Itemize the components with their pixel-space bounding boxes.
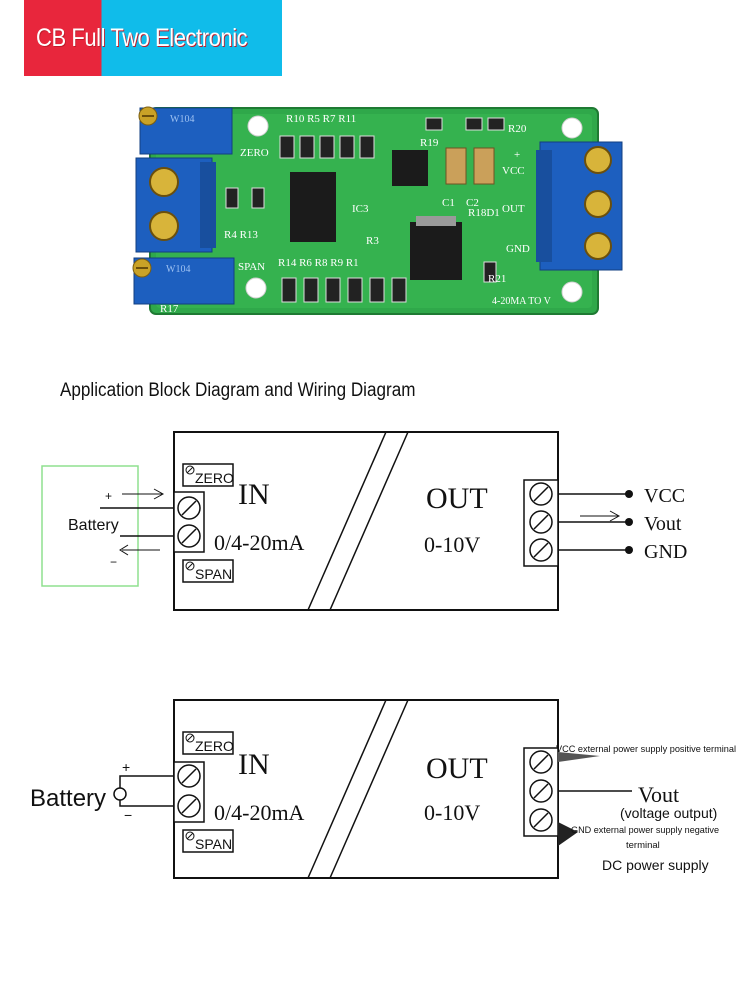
battery-label: Battery [68,517,119,534]
in-range: 0/4-20mA [214,530,305,555]
vcc-note: VCC external power supply positive termi… [556,744,736,755]
out-label-2: OUT [426,752,488,785]
pot-code-top-label: W104 [170,114,194,125]
span-pot [182,559,234,583]
silk-out: OUT [502,203,525,215]
span-pot-2 [182,829,234,853]
zero-pot-2 [182,731,234,755]
silk-c1: C1 [442,197,455,209]
vout-note: (voltage output) [620,805,717,821]
mount-hole [245,277,267,299]
zero-label: ZERO [195,738,234,754]
silk-span: SPAN [238,261,265,273]
out-range-2: 0-10V [424,800,480,825]
battery-label-2: Battery [30,785,106,812]
silk-ic3: IC3 [352,203,369,215]
mount-hole [561,117,583,139]
mount-hole [247,115,269,137]
silk-r21: R21 [488,273,506,285]
silk-vcc: VCC [502,165,525,177]
vout-label: Vout [644,513,682,535]
silk-r18d1: R18D1 [468,207,500,219]
input-terminal [173,491,205,553]
silk-plus: + [514,149,520,161]
ic-chip [392,150,428,186]
silk-board-title: 4-20MA TO V [492,296,552,307]
vcc-label: VCC [644,485,685,507]
silk-c2: C2 [466,197,479,209]
module-body [173,431,559,611]
battery-plus: + [105,489,112,503]
in-range-2: 0/4-20mA [214,800,305,825]
in-label: IN [238,478,270,511]
gnd-note-2: terminal [626,840,660,851]
module-body-2 [173,699,559,879]
gnd-label: GND [644,541,687,563]
regulator-chip [410,222,462,280]
wiring-diagram-2: Battery + − ZERO SPAN IN 0/4-20mA OUT 0-… [30,699,736,879]
gnd-note-1: GND external power supply negative [571,825,719,836]
mount-hole [561,281,583,303]
brand-name: CB Full Two Electronic [36,24,248,52]
battery-plus-2: + [122,759,130,775]
section-title: Application Block Diagram and Wiring Dia… [60,380,416,401]
span-label: SPAN [195,566,232,582]
silk-zero: ZERO [240,147,269,159]
span-label: SPAN [195,836,232,852]
battery-minus: − [110,555,117,569]
pot-code-bottom-label: W104 [166,264,190,275]
span-potentiometer [133,257,235,305]
zero-pot [182,463,234,487]
out-range: 0-10V [424,532,480,557]
battery-box [41,465,139,587]
zero-label: ZERO [195,470,234,486]
silk-r4r13: R4 R13 [224,229,258,241]
silk-gnd: GND [506,243,530,255]
silk-r3: R3 [366,235,379,247]
dc-supply-label: DC power supply [602,857,709,873]
silk-r19: R19 [420,137,439,149]
pcb-illustration: W104 W104 R10 R5 R7 R11 ZERO R19 R20 + [132,106,623,315]
silk-bottom-resistors: R14 R6 R8 R9 R1 [278,257,359,269]
zero-potentiometer [139,107,233,155]
out-label: OUT [426,482,488,515]
silk-top-resistors: R10 R5 R7 R11 [286,113,356,125]
battery-minus-2: − [124,807,132,823]
brand-banner [24,0,282,76]
silk-r17: R17 [160,303,179,315]
vout-label-2: Vout [638,782,679,807]
silk-r20: R20 [508,123,527,135]
ic-chip [290,172,336,242]
wiring-diagram-1: Battery + − ZERO SPAN IN 0/4-20mA OUT 0-… [41,431,687,611]
in-label-2: IN [238,748,270,781]
